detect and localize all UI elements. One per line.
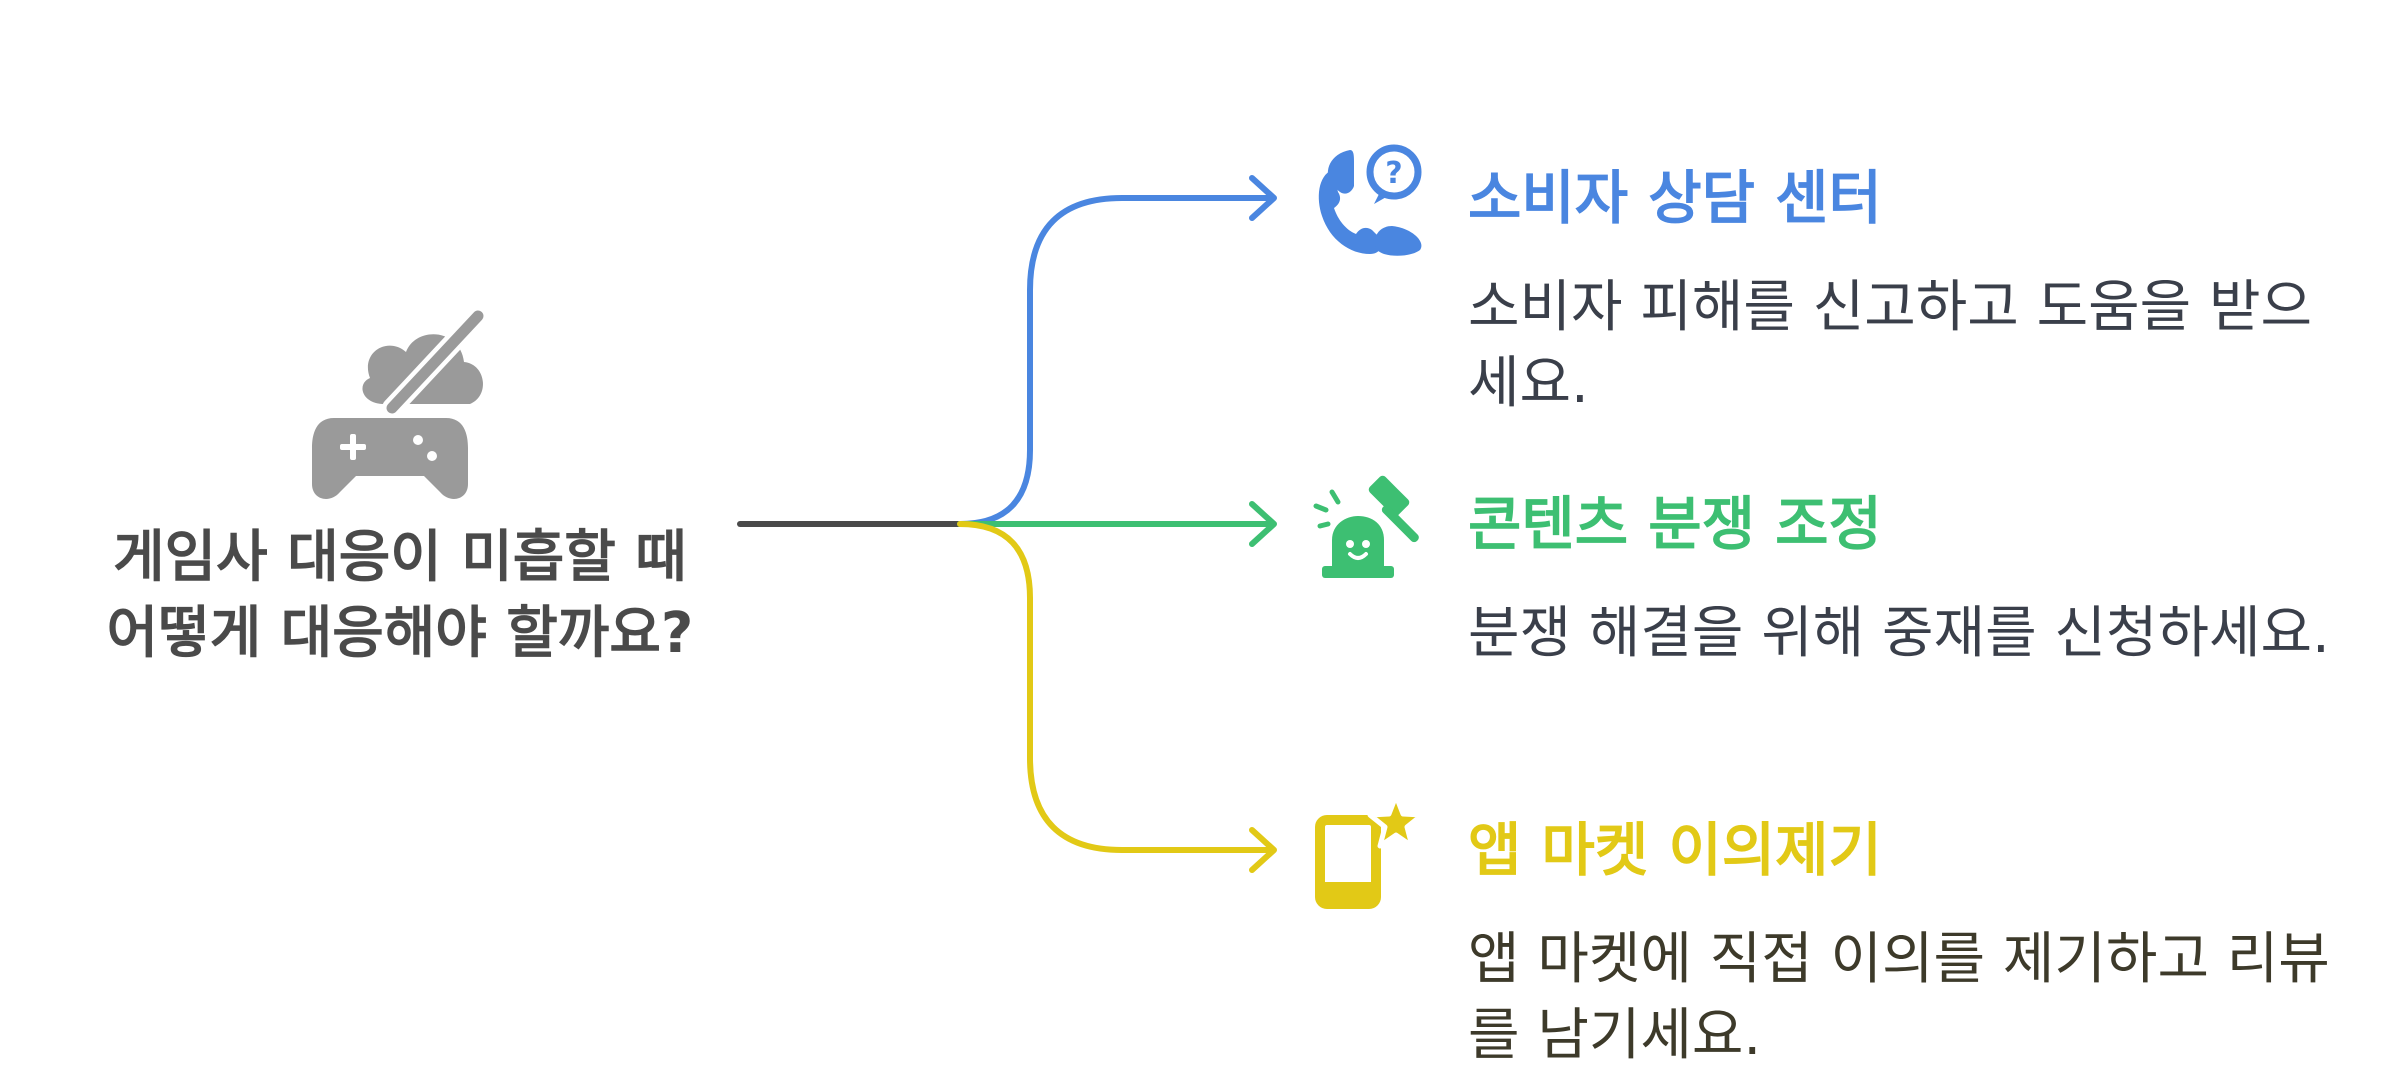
arrow-green xyxy=(1249,501,1277,547)
root-title-line-2: 어떻게 대응해야 할까요? xyxy=(106,601,694,666)
branch-desc-consumer-center: 소비자 피해를 신고하고 도움을 받으세요. xyxy=(1468,275,2313,416)
root-title-line-1: 게임사 대응이 미흡할 때 xyxy=(113,525,687,590)
arrow-yellow xyxy=(1249,827,1277,873)
gamepad-slash-cloud-icon xyxy=(312,306,488,499)
branch-desc-app-market: 앱 마켓에 직접 이의를 제기하고 리뷰를 남기세요. xyxy=(1468,927,2330,1068)
connector-blue xyxy=(957,195,1273,527)
branch-title-app-market: 앱 마켓 이의제기 xyxy=(1468,816,1882,884)
branch-desc-content-dispute: 분쟁 해결을 위해 중재를 신청하세요. xyxy=(1468,601,2330,666)
branch-title-consumer-center: 소비자 상담 센터 xyxy=(1468,164,1882,232)
gavel-ghost-icon xyxy=(1313,475,1419,578)
arrow-blue xyxy=(1249,175,1277,221)
phone-question-icon: ? xyxy=(1318,144,1422,256)
phone-star-icon xyxy=(1315,793,1425,909)
root-title: 게임사 대응이 미흡할 때 어떻게 대응해야 할까요? xyxy=(60,520,740,672)
svg-text:?: ? xyxy=(1385,156,1402,191)
branch-title-content-dispute: 콘텐츠 분쟁 조정 xyxy=(1468,490,1882,558)
connector-yellow xyxy=(957,521,1273,853)
